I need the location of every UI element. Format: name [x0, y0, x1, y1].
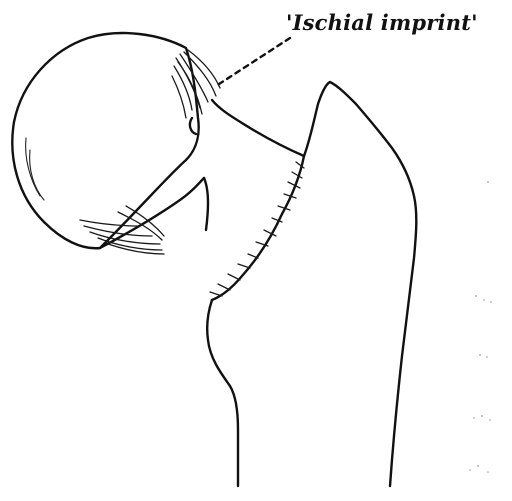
- femoral-neck: [100, 100, 304, 300]
- ischial-imprint-label: 'Ischial imprint': [286, 10, 478, 35]
- inferior-head-shading: [80, 206, 164, 254]
- femoral-head: [12, 33, 198, 248]
- femoral-shaft: [207, 82, 416, 486]
- paper-specks: [469, 181, 492, 473]
- annotation-leader-line: [216, 38, 290, 86]
- trochanter-shading: [210, 162, 304, 296]
